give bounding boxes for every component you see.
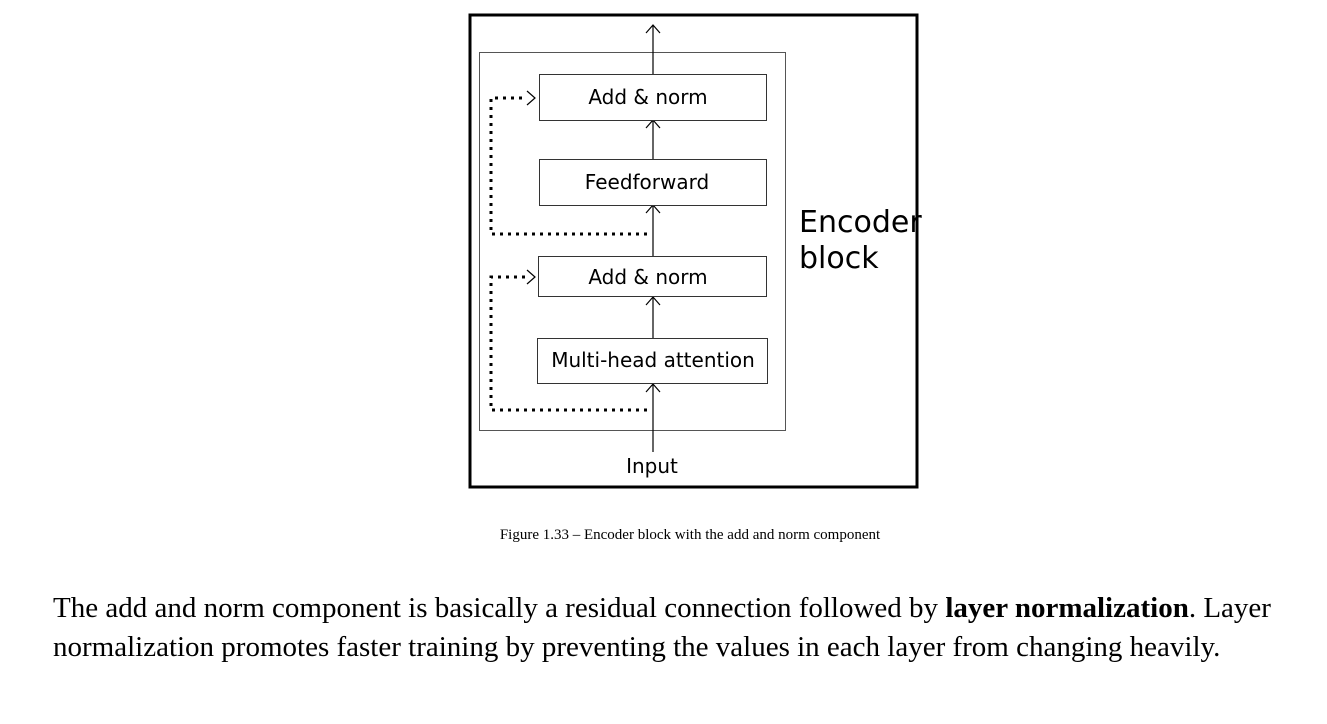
encoder-block-figure: Add & norm Feedforward Add & norm Multi-… bbox=[468, 13, 922, 489]
residual-connection-bottom bbox=[489, 275, 647, 412]
paragraph-text-1: The add and norm component is basically … bbox=[53, 592, 946, 624]
add-norm-top-box bbox=[539, 74, 767, 121]
paragraph-text-2: . Layer normalization promotes faster tr… bbox=[53, 592, 1271, 663]
encoder-inner-box bbox=[479, 52, 786, 431]
figure-caption: Figure 1.33 – Encoder block with the add… bbox=[499, 527, 881, 543]
encoder-block-label-line1: Encoder bbox=[799, 205, 922, 240]
outer-frame bbox=[468, 13, 919, 489]
add-norm-bottom-box bbox=[538, 256, 767, 297]
residual-connection-top bbox=[489, 96, 647, 236]
feedforward-box bbox=[539, 159, 767, 206]
paragraph-bold-term: layer normalization bbox=[945, 592, 1189, 624]
add-norm-bottom-label: Add & norm bbox=[588, 265, 707, 289]
feedforward-label: Feedforward bbox=[585, 170, 709, 194]
input-label: Input bbox=[626, 454, 678, 478]
encoder-block-label-line2: block bbox=[799, 241, 879, 276]
multi-head-attention-label: Multi-head attention bbox=[551, 348, 755, 372]
add-norm-top-label: Add & norm bbox=[588, 85, 707, 109]
multi-head-attention-box bbox=[537, 338, 768, 384]
encoder-block-diagram: Add & norm Feedforward Add & norm Multi-… bbox=[468, 13, 922, 489]
body-paragraph: The add and norm component is basically … bbox=[53, 589, 1313, 666]
